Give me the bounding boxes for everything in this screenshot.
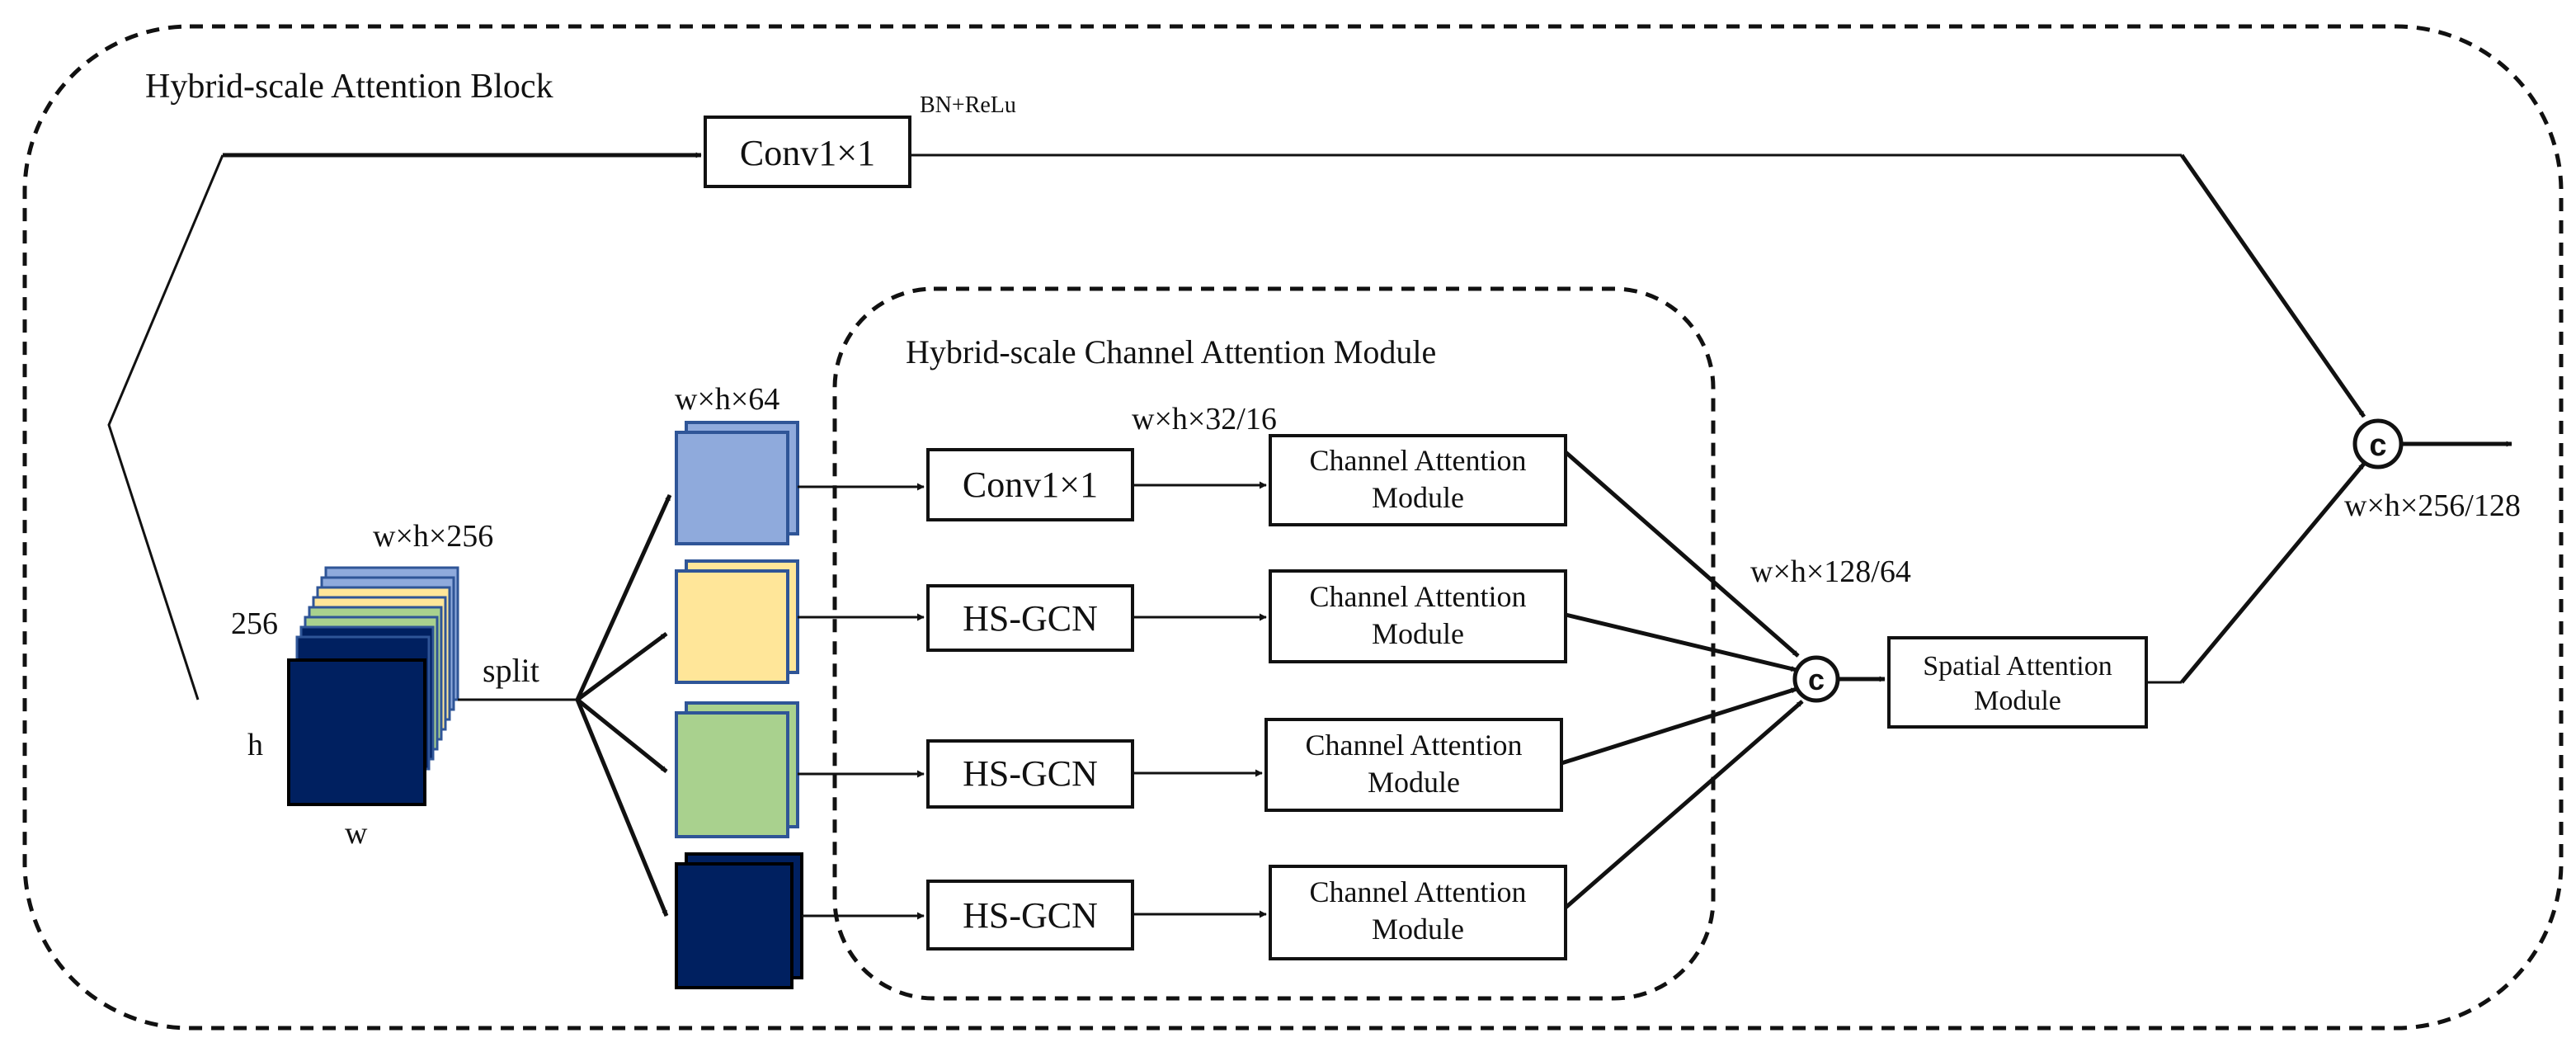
branch1-op-box bbox=[926, 448, 1134, 521]
top-conv-label: Conv1×1 bbox=[740, 133, 875, 173]
branch1-cam-box bbox=[1269, 434, 1567, 526]
split-arrow-2 bbox=[576, 631, 668, 702]
input-dim-label: w×h×256 bbox=[373, 519, 493, 554]
spatial-attention-line2: Module bbox=[1974, 686, 2061, 716]
branch4-cam-line1: Channel Attention bbox=[1310, 875, 1527, 908]
concat-dim-label: w×h×128/64 bbox=[1750, 554, 1911, 589]
cam2-to-concat-arrow bbox=[1565, 612, 1797, 672]
input-channels-label: 256 bbox=[231, 606, 278, 641]
outer-block-border bbox=[22, 24, 2564, 1031]
branch1-featmap bbox=[675, 431, 789, 545]
branch4-featmap bbox=[675, 862, 794, 989]
split-label: split bbox=[483, 652, 539, 689]
inner-module-border bbox=[832, 286, 1716, 1001]
split-arrow-1 bbox=[575, 493, 672, 701]
branch1-cam-line1: Channel Attention bbox=[1310, 444, 1527, 477]
output-dim-label: w×h×256/128 bbox=[2344, 488, 2521, 523]
branch2-cam-line2: Module bbox=[1372, 617, 1464, 650]
branch1-cam-line2: Module bbox=[1372, 481, 1464, 514]
branch1-op-label: Conv1×1 bbox=[963, 465, 1098, 505]
branch4-op-box bbox=[926, 880, 1134, 951]
input-height-label: h bbox=[247, 728, 263, 762]
branch3-cam-box bbox=[1264, 718, 1563, 812]
branch4-cam-box bbox=[1269, 865, 1567, 960]
top-to-output-concat-arrow bbox=[2179, 153, 2366, 418]
branch3-featmap bbox=[675, 711, 789, 838]
input-tensor-stack bbox=[287, 566, 459, 806]
cam4-to-concat-arrow bbox=[1564, 700, 1804, 909]
branch4-cam-line2: Module bbox=[1372, 913, 1464, 946]
split-arrow-3 bbox=[576, 698, 668, 773]
channel-concat-symbol: c bbox=[1808, 663, 1825, 696]
branch1-dim-label: w×h×32/16 bbox=[1132, 402, 1277, 436]
cam3-to-concat-arrow bbox=[1561, 686, 1797, 766]
bn-relu-label: BN+ReLu bbox=[920, 92, 1016, 118]
branch-dim-label: w×h×64 bbox=[675, 382, 779, 417]
branch3-cam-line1: Channel Attention bbox=[1306, 729, 1523, 762]
input-slice-front bbox=[287, 658, 426, 806]
branch4-op-label: HS-GCN bbox=[963, 895, 1098, 936]
output-concat-symbol: c bbox=[2369, 428, 2386, 463]
branch2-op-label: HS-GCN bbox=[963, 598, 1098, 639]
branch3-cam-line2: Module bbox=[1368, 766, 1460, 799]
spatial-to-output-concat-arrow bbox=[2180, 462, 2366, 684]
spatial-attention-box bbox=[1887, 636, 2148, 729]
branch2-cam-box bbox=[1269, 569, 1567, 663]
spatial-attention-line1: Spatial Attention bbox=[1923, 651, 2112, 682]
branch2-featmap bbox=[675, 569, 789, 684]
branch2-cam-line1: Channel Attention bbox=[1310, 580, 1527, 613]
top-conv-box bbox=[704, 116, 911, 188]
inner-module-title: Hybrid-scale Channel Attention Module bbox=[906, 333, 1436, 370]
split-arrow-4 bbox=[575, 699, 669, 917]
cam1-to-concat-arrow bbox=[1564, 451, 1800, 658]
skip-path-line bbox=[107, 154, 224, 701]
outer-block-title: Hybrid-scale Attention Block bbox=[145, 68, 553, 106]
input-width-label: w bbox=[345, 816, 368, 851]
branch2-op-box bbox=[926, 584, 1134, 652]
branch3-op-label: HS-GCN bbox=[963, 753, 1098, 794]
branch3-op-box bbox=[926, 739, 1134, 809]
